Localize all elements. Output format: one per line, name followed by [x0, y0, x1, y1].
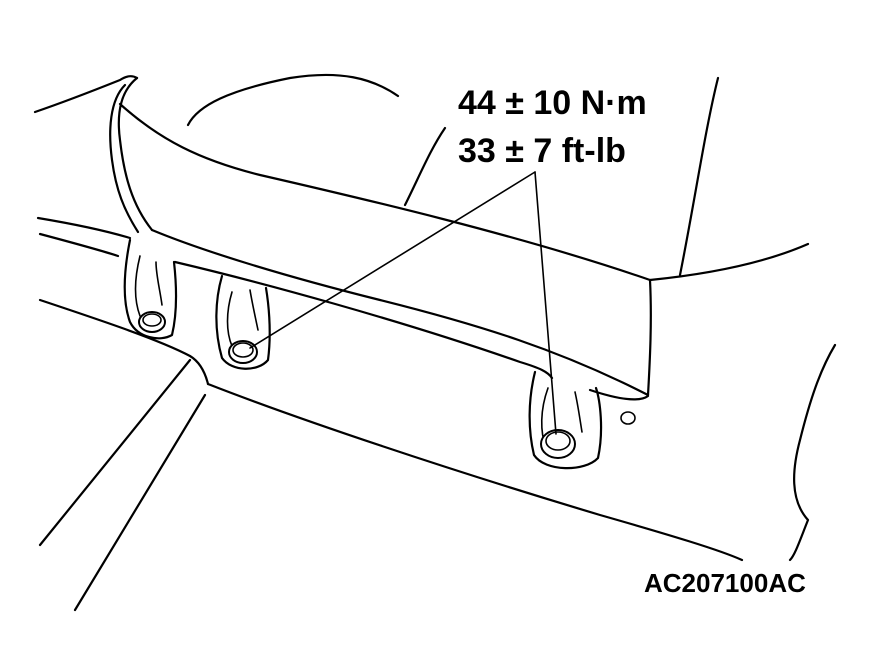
floor-long-edge — [206, 382, 744, 562]
bracket-middle — [215, 274, 271, 370]
seat-cushion-left-front — [117, 76, 154, 232]
seat-side-right-outline — [788, 343, 837, 562]
torque-spec-metric: 44 ± 10 N·m — [458, 84, 647, 122]
leader-to-right-bolt — [534, 171, 557, 435]
bracket-left — [123, 238, 178, 340]
rail-top-line — [36, 216, 132, 240]
seat-cushion-top-curve — [186, 73, 400, 127]
rail-mid-line — [173, 260, 554, 380]
rail-second-line — [38, 232, 120, 258]
torque-spec-imperial: 33 ± 7 ft-lb — [458, 132, 626, 170]
floor-diagonal-2 — [73, 393, 207, 612]
hole — [620, 411, 636, 425]
bolt-middle — [228, 340, 258, 364]
floor-diagonal-1 — [38, 358, 192, 547]
bracket-right — [528, 370, 636, 470]
seat-back-crease — [403, 126, 447, 207]
seat-cushion-right-edge — [648, 242, 810, 282]
leader-lines — [249, 171, 557, 435]
seat-cushion-left-inner — [109, 83, 140, 234]
seat-back-right-curve — [678, 76, 720, 277]
seat-cushion — [33, 73, 837, 562]
figure-code: AC207100AC — [644, 568, 806, 598]
seat-cushion-front-face — [150, 228, 650, 397]
leader-to-middle-bolt — [249, 171, 536, 349]
floor-front-edge — [38, 298, 210, 386]
floor-rails — [36, 216, 744, 612]
seat-back-left-edge — [33, 75, 139, 114]
bolt-right — [540, 429, 576, 459]
seat-cushion-lower-edge — [118, 102, 652, 282]
bolt-left — [138, 311, 166, 333]
seat-cushion-right-vertical — [646, 278, 652, 397]
